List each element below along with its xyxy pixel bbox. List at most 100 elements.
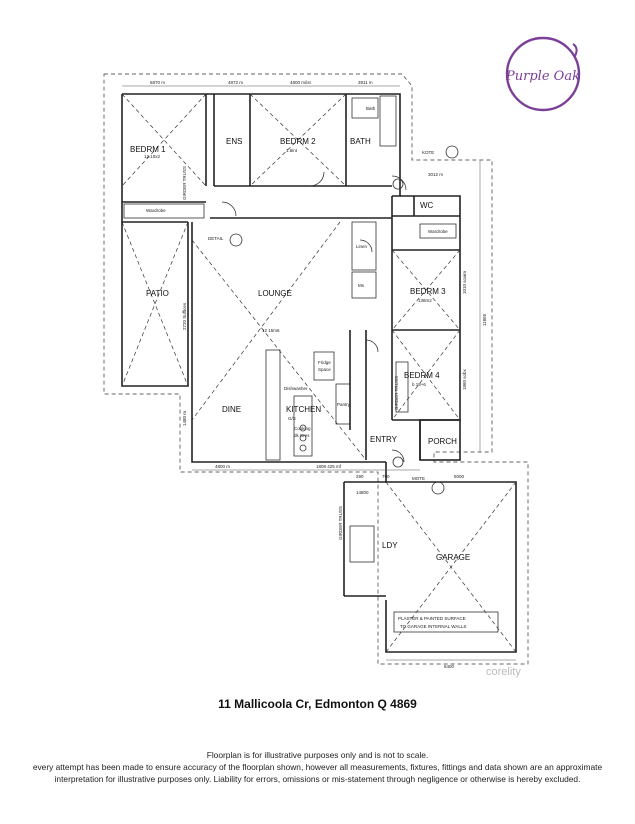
label-cooking: Cooking [294, 426, 311, 431]
mote-marker [431, 481, 445, 495]
garage-outline [385, 462, 517, 653]
roof-line [385, 481, 517, 653]
section-marker [392, 456, 404, 468]
label-fridge-sub: Space [318, 367, 331, 372]
fridge-space [313, 351, 335, 381]
door-swing [365, 339, 379, 353]
logo-ring [505, 36, 581, 112]
label-pantry: Pantry [337, 402, 351, 407]
kitchen-bench [293, 395, 313, 457]
watermark: corelity [486, 666, 521, 678]
logo-ring-tail [572, 43, 578, 57]
label-dishwasher: Dishwasher [284, 386, 308, 391]
label-garage: GARAGE [436, 553, 470, 562]
label-bedrm2: BEDRM 2 [280, 137, 316, 146]
dim-right-2: 1860 sobx [462, 368, 467, 390]
roof-line [391, 329, 461, 421]
disclaimer-line-1: Floorplan is for illustrative purposes o… [206, 750, 429, 760]
roof-line [191, 239, 367, 461]
label-garage-note-1: PLASTER & PAINTED SURFACE [398, 616, 466, 621]
label-bath-tub: Bath [366, 106, 376, 111]
label-lounge-size: 12 15m6 [262, 328, 280, 333]
garage-note-box [393, 611, 499, 633]
dim-wc-width: 3012 m [428, 172, 443, 177]
dim-top-1: 6870 m [150, 80, 165, 85]
wardrobe-bed1 [123, 203, 205, 219]
logo-text: Purple Oak [505, 69, 580, 84]
detail-marker [229, 233, 243, 247]
roof-line [121, 221, 189, 387]
label-bedrm2-size: 1.8int [286, 148, 298, 153]
label-mote: MOTE [412, 476, 425, 481]
stove-burner [299, 444, 307, 452]
label-bedrm1: BEDRM 1 [130, 145, 166, 154]
purple-oak-logo: Purple Oak [505, 36, 581, 112]
bathtub [351, 97, 379, 119]
label-kitchen: KITCHEN [286, 405, 321, 414]
dim-top-4: 3911 m [358, 80, 373, 85]
dim-top-3: 4800 m/ist [290, 80, 312, 85]
laundry-tub [349, 525, 375, 563]
dim-left-1: 2720 Suffices [182, 302, 187, 330]
label-bedrm3: BEDRM 3 [410, 287, 446, 296]
roof-line [191, 221, 341, 421]
label-patio: PATIO [146, 289, 169, 298]
label-wardrobe-bed1: Wardrobe [146, 208, 166, 213]
patio-outline [121, 222, 189, 387]
dim-bottom-3: 290 [356, 474, 364, 479]
dim-garage-width: 6400 [444, 664, 455, 669]
label-lounge: LOUNGE [258, 289, 292, 298]
label-bedrm1-size: 12.10x2 [144, 154, 161, 159]
outer-wall-main [122, 93, 401, 197]
girder-truss-label: GIRDER TRUSS [182, 166, 187, 200]
kitchen-island [265, 349, 281, 461]
door-swing [309, 171, 325, 187]
linen-cupboard [351, 221, 377, 271]
section-marker [392, 178, 404, 190]
label-bedrm3-size: 138m2 [418, 298, 432, 303]
roof-line [391, 249, 461, 331]
dim-left-2: 1480 m [182, 411, 187, 426]
door-swing [391, 175, 407, 191]
wardrobe-bed4 [395, 361, 409, 413]
label-porch: PORCH [428, 437, 457, 446]
ms-cupboard [351, 271, 377, 299]
porch-outline [419, 419, 461, 461]
girder-truss-label: GIRDER TRUSS [338, 506, 343, 540]
label-wc: WC [420, 201, 434, 210]
wardrobe-bath [379, 95, 397, 147]
dim-bottom-4: 790 [382, 474, 390, 479]
door-swing [359, 239, 373, 253]
label-bedrm4: BEDRM 4 [404, 371, 440, 380]
dim-bottom-2: 1808 425 mf [316, 464, 342, 469]
label-ldy: LDY [382, 541, 398, 550]
label-kitchen-sub: G/S [288, 416, 296, 421]
dim-right-total: 11865 [482, 313, 487, 326]
disclaimer-line-2: every attempt has been made to ensure ac… [32, 762, 603, 772]
label-bath: BATH [350, 137, 371, 146]
label-bedrm4-size: b 18+6 [412, 382, 426, 387]
label-ens: ENS [226, 137, 242, 146]
stove-burner [299, 434, 307, 442]
disclaimer-line-3: interpretation for illustrative purposes… [54, 774, 581, 784]
label-cooking-sub: dk Cres [294, 433, 310, 438]
roof-outline [103, 73, 529, 665]
label-linen: Linen [356, 244, 368, 249]
stove-burner [299, 424, 307, 432]
label-kote: KOTE [422, 150, 434, 155]
label-dine: DINE [222, 405, 241, 414]
dim-bottom-5: 5000 [454, 474, 465, 479]
dim-right-1: 1010 soxim [462, 271, 467, 294]
roof-line [249, 93, 347, 187]
label-entry: ENTRY [370, 435, 398, 444]
label-ms: Ms [358, 283, 365, 288]
label-garage-note-2: TO GARAGE INTERNAL WALLS [400, 624, 466, 629]
outer-wall-living [191, 222, 386, 463]
label-fridge: Fridge [318, 360, 331, 365]
property-address: 11 Mallicoola Cr, Edmonton Q 4869 [218, 697, 417, 711]
wardrobe-bed3 [419, 223, 457, 239]
girder-truss-label: GIRDER TRUSS [394, 376, 399, 410]
label-detail: DETAIL [208, 236, 224, 241]
dim-mid-total: 14800 [356, 490, 369, 495]
